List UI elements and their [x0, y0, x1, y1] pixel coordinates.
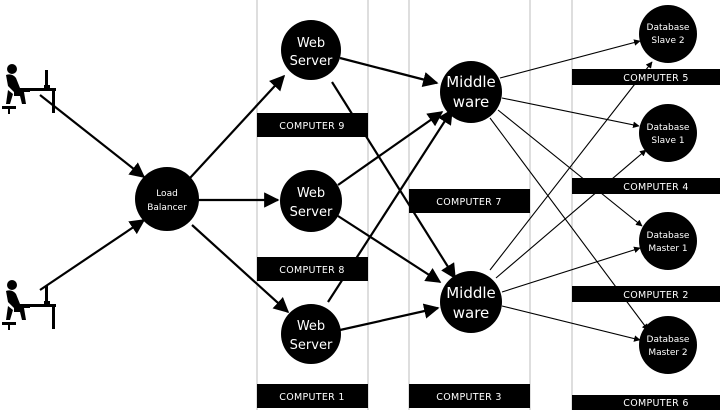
computer-5-label: COMPUTER 5	[623, 73, 688, 84]
middleware-bottom-label-line2: ware	[453, 304, 490, 322]
computer-1-label: COMPUTER 1	[279, 392, 344, 403]
db-master-1-label-line1: Database	[647, 231, 690, 241]
edge-mw2-master2	[501, 305, 641, 342]
edge-user2-lb	[39, 219, 146, 291]
user-at-desk-icon	[2, 64, 56, 114]
edge-mw2-master1	[501, 246, 641, 293]
node-db-slave-2: Database Slave 2	[639, 5, 697, 63]
computer-8-label: COMPUTER 8	[279, 265, 344, 276]
db-slave-1-label-line1: Database	[647, 123, 690, 133]
computer-7-bar: COMPUTER 7	[409, 189, 530, 213]
web-server-top-label-line1: Web	[297, 36, 325, 51]
edge-user1-lb	[39, 94, 146, 178]
computer-7-label: COMPUTER 7	[436, 197, 501, 208]
web-server-top-label-line2: Server	[290, 54, 333, 69]
computer-6-label: COMPUTER 6	[623, 398, 688, 409]
edge-mw2-slave2	[489, 61, 653, 271]
web-server-mid-label-line2: Server	[290, 205, 333, 220]
computer-9-bar: COMPUTER 9	[257, 113, 368, 137]
computer-6-bar: COMPUTER 6	[572, 395, 720, 410]
web-server-mid-label-line1: Web	[297, 186, 325, 201]
edge-ws2-mw1	[337, 111, 444, 186]
node-web-server-mid: Web Server	[280, 170, 342, 232]
web-server-bottom-label-line1: Web	[297, 319, 325, 334]
edge-mw1-slave1	[501, 97, 640, 129]
node-db-master-1: Database Master 1	[639, 212, 697, 270]
computer-5-bar: COMPUTER 5	[572, 69, 720, 85]
middleware-top-label-line2: ware	[453, 93, 490, 111]
edge-mw1-slave2	[499, 39, 641, 79]
node-middleware-top: Middle ware	[440, 61, 502, 123]
computer-1-bar: COMPUTER 1	[257, 384, 368, 408]
computer-3-label: COMPUTER 3	[436, 392, 501, 403]
computer-2-label: COMPUTER 2	[623, 290, 688, 301]
user-at-desk-icon	[2, 280, 56, 330]
node-web-server-bottom: Web Server	[281, 304, 341, 364]
edge-lb-ws1	[189, 74, 286, 179]
node-web-server-top: Web Server	[281, 20, 341, 80]
load-balancer-label-line1: Load	[156, 189, 178, 199]
node-middleware-bottom: Middle ware	[440, 271, 502, 333]
edge-lb-ws3	[191, 224, 290, 314]
computer-2-bar: COMPUTER 2	[572, 286, 720, 302]
edges	[39, 39, 653, 342]
edge-ws2-mw2	[337, 215, 442, 283]
computer-3-bar: COMPUTER 3	[409, 384, 530, 408]
db-master-2-label-line2: Master 2	[648, 348, 687, 358]
middleware-bottom-label-line1: Middle	[446, 284, 496, 302]
web-server-bottom-label-line2: Server	[290, 338, 333, 353]
edge-ws3-mw2	[339, 303, 440, 332]
computer-9-label: COMPUTER 9	[279, 121, 344, 132]
node-db-slave-1: Database Slave 1	[639, 104, 697, 162]
edge-mw2-slave1	[495, 149, 647, 279]
edge-ws1-mw2	[331, 81, 456, 280]
computer-4-bar: COMPUTER 4	[572, 178, 720, 194]
node-load-balancer: Load Balancer	[135, 167, 199, 231]
db-slave-2-label-line1: Database	[647, 23, 690, 33]
middleware-top-label-line1: Middle	[446, 73, 496, 91]
db-slave-1-label-line2: Slave 1	[651, 136, 684, 146]
db-master-1-label-line2: Master 1	[648, 244, 687, 254]
computer-bars: COMPUTER 9 COMPUTER 8 COMPUTER 1 COMPUTE…	[257, 69, 720, 410]
edge-ws1-mw1	[339, 56, 439, 87]
computer-8-bar: COMPUTER 8	[257, 257, 368, 281]
db-slave-2-label-line2: Slave 2	[651, 36, 684, 46]
db-master-2-label-line1: Database	[647, 335, 690, 345]
load-balancer-label-line2: Balancer	[147, 203, 187, 213]
node-db-master-2: Database Master 2	[639, 316, 697, 374]
computer-4-label: COMPUTER 4	[623, 182, 688, 193]
